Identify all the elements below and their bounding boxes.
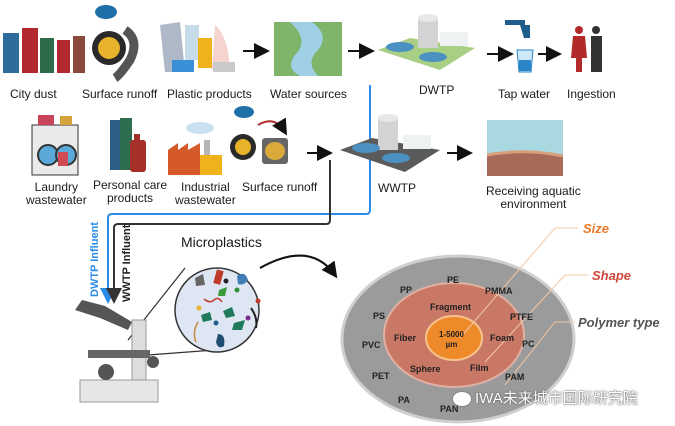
label-industrial-line1: Industrial — [181, 180, 230, 194]
polymer-pp: PP — [400, 285, 413, 295]
size-leader — [459, 227, 556, 339]
dwtp-influent-line — [100, 85, 371, 304]
receiving-environment-icon — [486, 120, 564, 176]
polymer-leader — [504, 321, 556, 386]
label-personal-care-line1: Personal care — [93, 178, 168, 192]
dwtp-influent-label: DWTP Influent — [89, 222, 101, 297]
tap-water-icon — [505, 20, 534, 73]
shape-sphere: Sphere — [410, 364, 441, 374]
size-label: Size — [583, 221, 610, 236]
label-surface-runoff: Surface runoff — [82, 87, 158, 101]
polymer-pvc: PVC — [362, 340, 381, 350]
label-surface-runoff-2: Surface runoff — [242, 180, 318, 194]
factory-icon — [168, 122, 222, 175]
microplastic-characteristics-rings — [340, 227, 588, 424]
runoff-drain-icon — [230, 106, 288, 164]
microscope-icon — [75, 300, 159, 403]
microplastics-title: Microplastics — [181, 234, 262, 250]
polymer-pa: PA — [398, 395, 410, 405]
polymer-pc: PC — [522, 339, 535, 349]
label-wwtp: WWTP — [378, 181, 416, 195]
polymer-pet: PET — [372, 371, 390, 381]
label-industrial-line2: wastewater — [175, 193, 236, 207]
label-receiving-line2: environment — [500, 197, 567, 211]
shape-leader — [484, 274, 566, 363]
personal-care-icon — [110, 118, 146, 172]
size-core — [425, 315, 483, 361]
label-water-sources: Water sources — [270, 87, 347, 101]
label-ingestion: Ingestion — [567, 87, 616, 101]
size-range: 1-5000 — [439, 330, 464, 339]
label-dwtp: DWTP — [419, 83, 455, 97]
size-unit: µm — [445, 340, 458, 349]
washing-machine-icon — [31, 115, 79, 176]
label-personal-care-line2: products — [107, 191, 154, 205]
shape-fragment: Fragment — [430, 302, 472, 312]
microplastics-magnifier — [174, 267, 261, 353]
polymer-pmma: PMMA — [485, 286, 513, 296]
surface-runoff-icon — [92, 5, 139, 82]
label-receiving-line1: Receiving aquatic — [486, 184, 581, 198]
shape-film: Film — [470, 363, 489, 373]
label-plastic-products: Plastic products — [167, 87, 252, 101]
plastic-products-icon — [160, 22, 235, 72]
shape-fiber: Fiber — [394, 333, 417, 343]
polymer-ps: PS — [373, 311, 386, 321]
wwtp-influent-line — [106, 160, 331, 304]
polymer-pe: PE — [447, 275, 460, 285]
polymer-ptfe: PTFE — [510, 312, 534, 322]
people-icon — [571, 26, 602, 72]
wechat-icon — [453, 392, 471, 407]
label-tap-water: Tap water — [498, 87, 551, 101]
label-laundry-line2: wastewater — [26, 193, 87, 207]
label-laundry-line1: Laundry — [34, 180, 79, 194]
water-sources-icon — [274, 22, 342, 76]
dwtp-plant-icon — [378, 14, 475, 70]
zoom-curve-arrow — [259, 254, 338, 279]
wwtp-influent-label: WWTP Influent — [121, 224, 133, 302]
watermark-text: IWA未来城市国际研究院 — [475, 390, 638, 407]
city-buildings-icon — [3, 28, 85, 73]
shape-label: Shape — [592, 268, 632, 283]
polymer-type-label: Polymer type — [578, 315, 660, 330]
label-city-dust: City dust — [10, 87, 57, 101]
watermark: IWA未来城市国际研究院 — [453, 387, 638, 408]
polymer-pan: PAN — [440, 404, 459, 414]
shape-foam: Foam — [490, 333, 515, 343]
wwtp-plant-icon — [340, 114, 440, 172]
polymer-pam: PAM — [505, 372, 525, 382]
